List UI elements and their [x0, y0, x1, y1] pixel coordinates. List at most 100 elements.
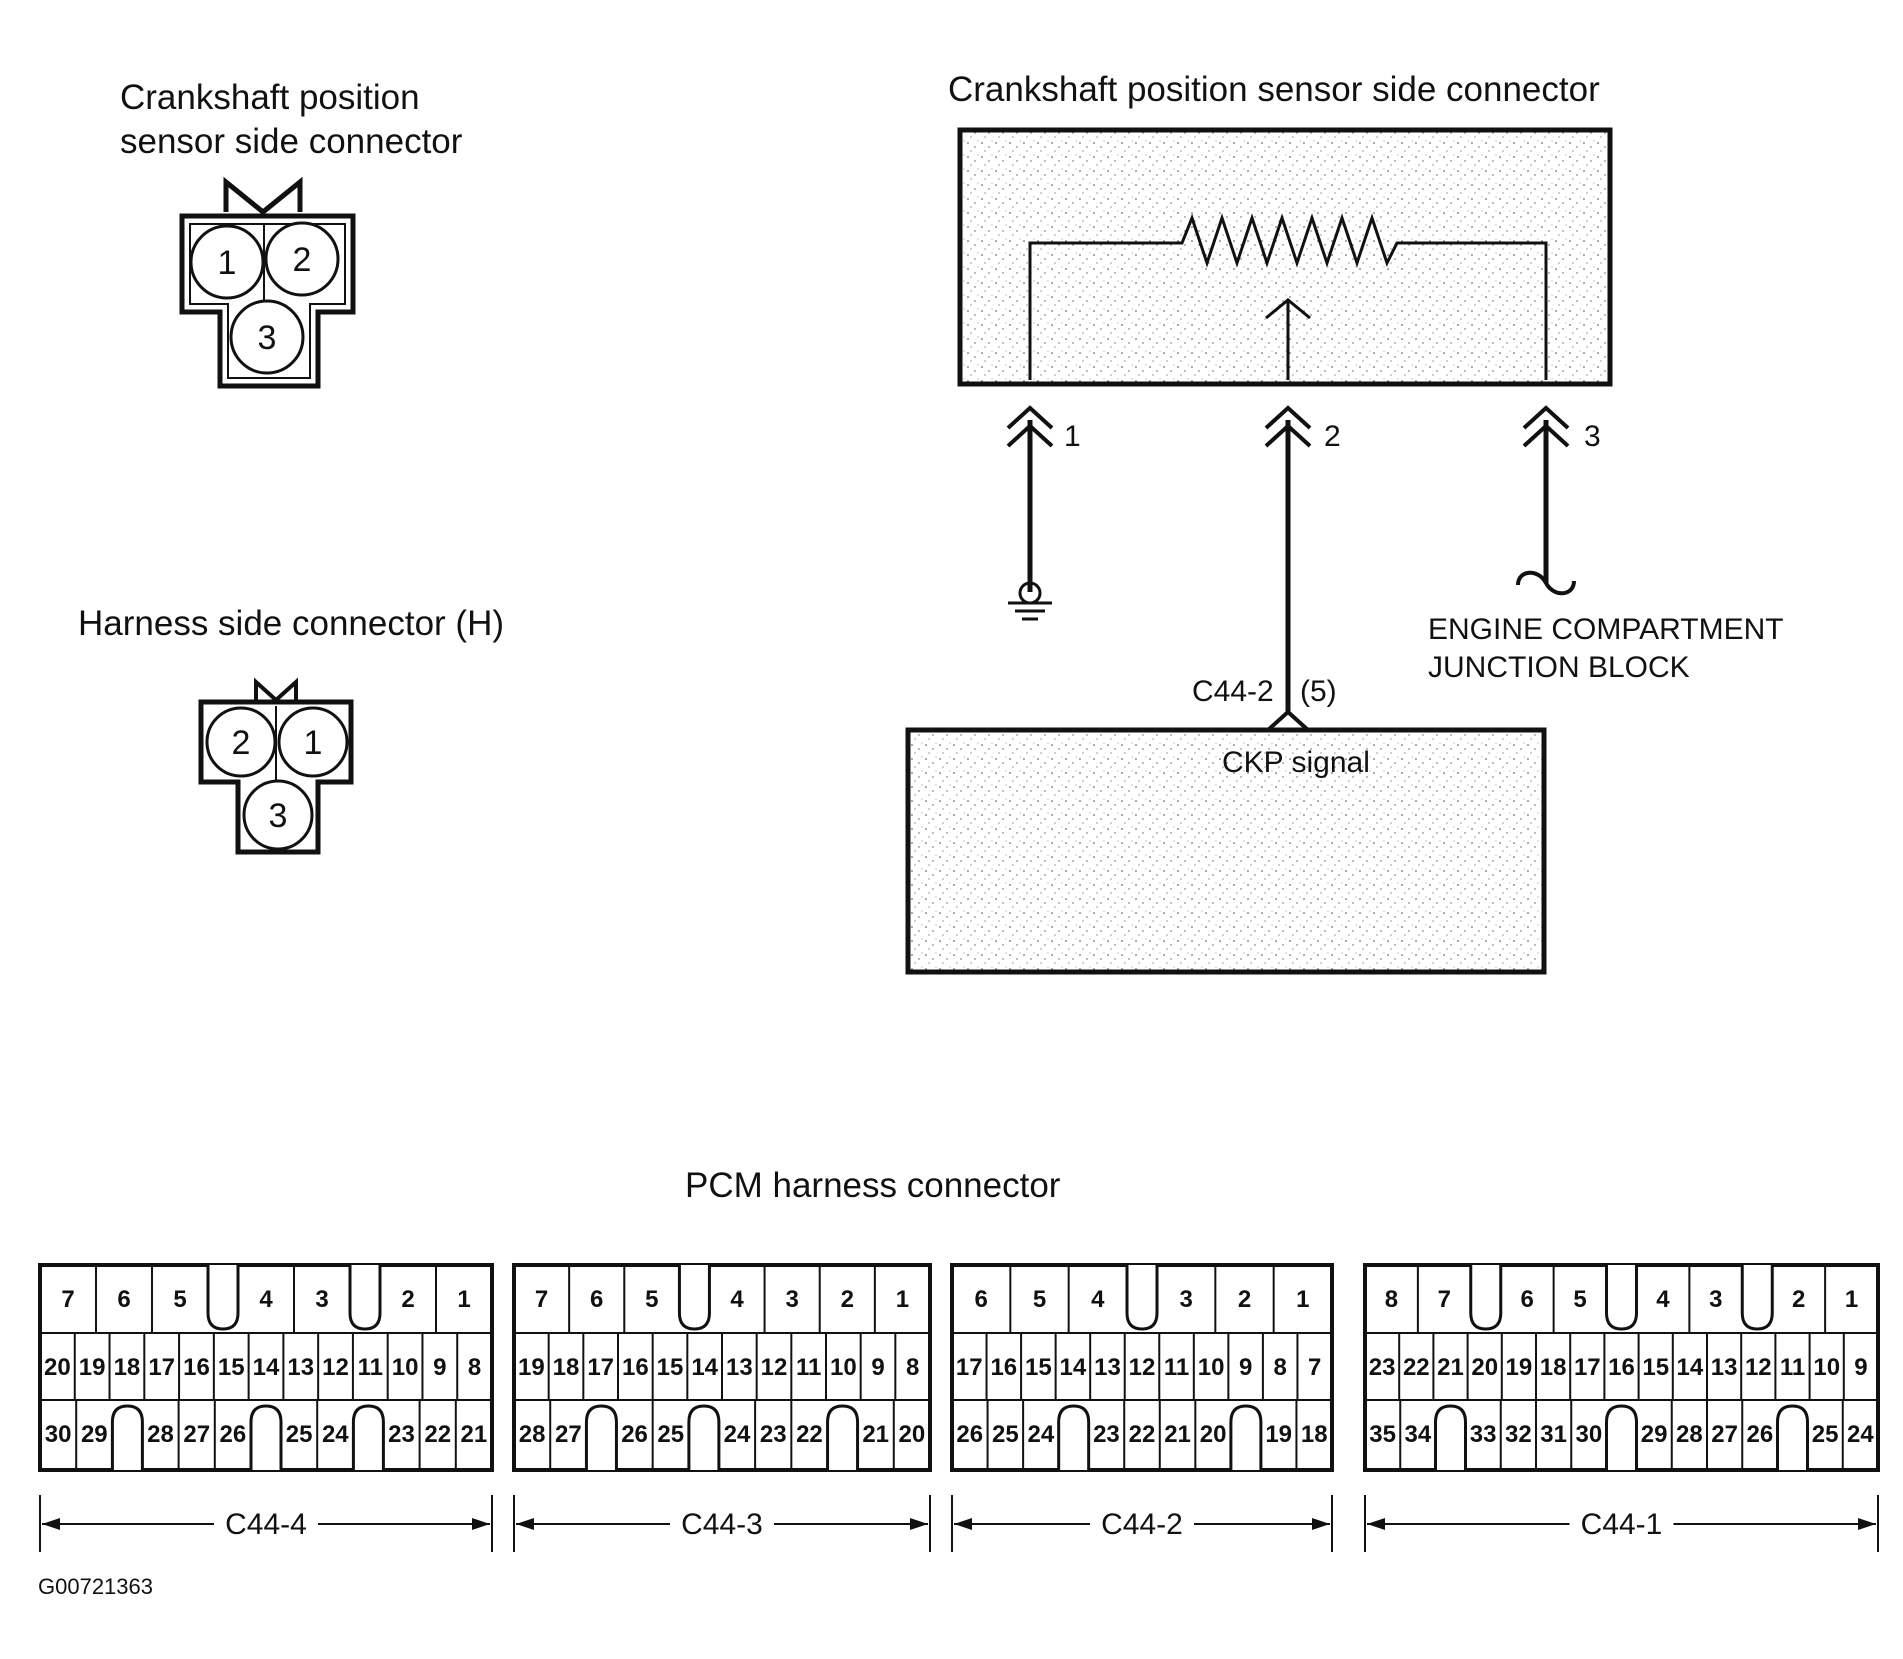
wiper-arrow [1265, 298, 1311, 320]
pcm-pin-number: 15 [1025, 1354, 1052, 1381]
pcm-pin-number: 13 [287, 1354, 314, 1381]
sensor-pin-3 [229, 299, 305, 375]
pcm-pin-number: 17 [587, 1354, 614, 1381]
pcm-pin-number: 18 [114, 1354, 141, 1381]
pcm-pin-number: 19 [1265, 1421, 1292, 1448]
pcm-pin-number: 23 [1093, 1421, 1120, 1448]
pcm-pin-number: 5 [1573, 1286, 1586, 1313]
pcm-pin-number: 30 [1576, 1421, 1603, 1448]
pcm-pin-number: 18 [1301, 1421, 1328, 1448]
pcm-pin-number: 27 [555, 1421, 582, 1448]
sensor-pin-label: 3 [258, 319, 277, 357]
pcm-pin-number: 11 [796, 1354, 821, 1381]
pcm-pin-number: 12 [1745, 1354, 1772, 1381]
pcm-pin-number: (5) [1300, 675, 1337, 708]
pcm-pin-number: 26 [621, 1421, 648, 1448]
pcm-pin-number: 13 [726, 1354, 753, 1381]
connector-key-notch [687, 1404, 721, 1470]
pcm-pin-number: 7 [1308, 1354, 1321, 1381]
harness-pin-2 [205, 706, 277, 778]
pcm-pin-number: 15 [1642, 1354, 1669, 1381]
connector-key-notch [677, 1265, 711, 1331]
connector-key-notch [351, 1404, 385, 1470]
harness-pin-label: 1 [304, 724, 323, 762]
pcm-pin-number: 19 [79, 1354, 106, 1381]
pcm-pin-number: 10 [392, 1354, 419, 1381]
pcm-pin-number: 19 [1506, 1354, 1533, 1381]
pcm-pin-number: 7 [1438, 1286, 1451, 1313]
ground-symbol [1008, 581, 1052, 621]
pcm-pin-number: 18 [1540, 1354, 1567, 1381]
connector-chevron [1522, 423, 1570, 448]
pcm-pin-number: 20 [1200, 1421, 1227, 1448]
pcm-pin-number: 3 [785, 1286, 798, 1313]
sensor-pin-1 [189, 224, 265, 300]
pcm-pin-number: 21 [1437, 1354, 1464, 1381]
pcm-pin-number: 16 [622, 1354, 649, 1381]
pcm-pin-number: 24 [322, 1421, 349, 1448]
pcm-pin-number: 27 [183, 1421, 210, 1448]
pcm-pin-number: 11 [1164, 1354, 1189, 1381]
pcm-pin-number: 14 [691, 1354, 718, 1381]
pcm-pin-number: 16 [183, 1354, 210, 1381]
pcm-signal-label: CKP signal [1222, 746, 1370, 779]
pcm-pin-number: 15 [657, 1354, 684, 1381]
pcm-pin-number: 10 [830, 1354, 857, 1381]
pcm-pin-number: 26 [220, 1421, 247, 1448]
pcm-pin-number: 7 [61, 1286, 74, 1313]
pcm-pin-number: 3 [1709, 1286, 1722, 1313]
sensor-connector-title-line1: Crankshaft position [120, 78, 420, 117]
pcm-pin-number: 8 [468, 1354, 481, 1381]
connector-chevron [1264, 405, 1312, 430]
pcm-pin-number: 21 [461, 1421, 488, 1448]
pcm-pin-number: 9 [433, 1354, 446, 1381]
pcm-pin-number: 3 [1179, 1286, 1192, 1313]
pcm-pin-number: 2 [401, 1286, 414, 1313]
pcm-pin-number: 31 [1540, 1421, 1567, 1448]
pcm-pin-number: 17 [148, 1354, 175, 1381]
pcm-connector-name: C44-2 [1101, 1508, 1183, 1541]
pcm-pin-number: 15 [218, 1354, 245, 1381]
pcm-pin-number: 20 [44, 1354, 71, 1381]
pcm-pin-number: 1 [1296, 1286, 1309, 1313]
sensor-box [957, 127, 1613, 387]
pcm-pin-number: 22 [1129, 1421, 1156, 1448]
pcm-pin-number: 26 [956, 1421, 983, 1448]
pcm-pin-number: 20 [1471, 1354, 1498, 1381]
pcm-pin-number: 6 [590, 1286, 603, 1313]
pcm-pin-number: 2 [1238, 1286, 1251, 1313]
pcm-pin-number: 6 [117, 1286, 130, 1313]
sensor-pin-label: 2 [293, 241, 312, 279]
pcm-pin-number: 25 [992, 1421, 1019, 1448]
pcm-pin-number: 6 [1521, 1286, 1534, 1313]
pcm-pin-number: 24 [1028, 1421, 1055, 1448]
connector-key-notch [1229, 1404, 1263, 1470]
figure-id: G00721363 [38, 1574, 153, 1599]
connector-chevron [1006, 405, 1054, 430]
harness-pin-label: 3 [269, 797, 288, 835]
pcm-pin-number: 22 [424, 1421, 451, 1448]
pcm-pin-number: 7 [535, 1286, 548, 1313]
pcm-connector-title: PCM harness connector [685, 1166, 1061, 1205]
connector-lock-tab [223, 176, 303, 216]
harness-connector-title: Harness side connector (H) [78, 604, 504, 643]
pcm-pin-number: 9 [1239, 1354, 1252, 1381]
connector-key-notch [1434, 1404, 1467, 1470]
pcm-pin-number: 3 [315, 1286, 328, 1313]
harness-side-connector: 2 1 3 [198, 677, 354, 855]
connector-chevron [1264, 423, 1312, 448]
pcm-pin-number: 12 [1129, 1354, 1156, 1381]
junction-block-label-line2: JUNCTION BLOCK [1428, 651, 1690, 684]
potentiometer-resistor [1028, 213, 1548, 380]
pcm-connector-name: C44-3 [681, 1508, 763, 1541]
connector-key-notch [1057, 1404, 1091, 1470]
pcm-pin-number: 16 [990, 1354, 1017, 1381]
sensor-connector-title-line2: sensor side connector [120, 122, 463, 161]
connector-lock-tab [254, 677, 298, 703]
pcm-pin-number: 8 [906, 1354, 919, 1381]
connector-key-notch [1469, 1265, 1503, 1331]
pcm-pin-number: 22 [796, 1421, 823, 1448]
sensor-side-connector: 1 2 3 [179, 176, 356, 389]
